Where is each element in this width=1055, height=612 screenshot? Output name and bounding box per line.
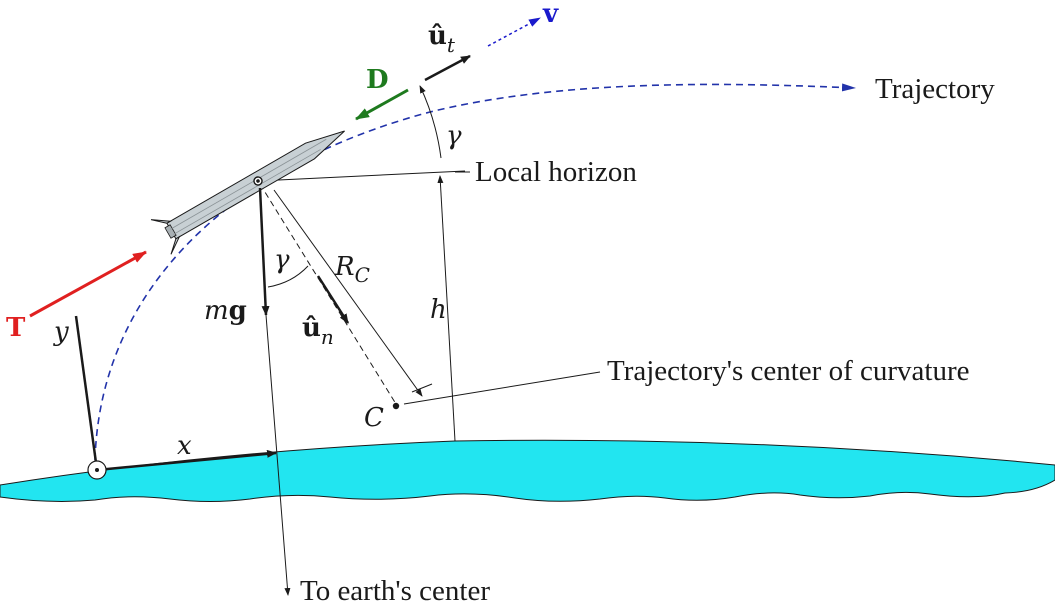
drag-vector xyxy=(355,88,409,121)
velocity-label: v xyxy=(542,0,559,29)
gamma-arc-top xyxy=(419,85,442,159)
unit-tangent-label: ût xyxy=(428,21,456,57)
earth-center-line xyxy=(265,314,291,596)
gamma-arc-bottom xyxy=(267,265,309,288)
altitude-label: h xyxy=(430,295,447,325)
thrust-vector xyxy=(29,250,147,318)
rocket xyxy=(150,130,345,255)
unit-normal-vector xyxy=(316,275,350,324)
unit-tangent-vector xyxy=(424,54,471,82)
center-leader-line xyxy=(403,371,601,405)
trajectory-curve xyxy=(94,83,856,461)
velocity-vector xyxy=(487,17,541,47)
earth-surface xyxy=(0,439,1055,502)
weight-label: mg xyxy=(204,296,247,326)
x-axis xyxy=(96,449,277,472)
gamma-bottom-label: γ xyxy=(274,245,290,275)
radius-dimension-line xyxy=(273,189,423,397)
y-axis-label: y xyxy=(53,317,69,347)
trajectory-label: Trajectory xyxy=(875,73,995,105)
drag-label: D xyxy=(366,65,389,95)
local-horizon-line xyxy=(257,170,466,182)
weight-vector xyxy=(258,187,270,316)
earth-center-label: To earth's center xyxy=(300,575,490,607)
center-point-label: C xyxy=(364,403,384,433)
y-axis xyxy=(74,315,99,471)
x-axis-label: x xyxy=(177,431,192,461)
radius-label: RC xyxy=(334,252,370,287)
unit-normal-label: ûn xyxy=(302,313,334,349)
altitude-line xyxy=(437,175,456,442)
center-of-curvature-label: Trajectory's center of curvature xyxy=(607,355,969,387)
center-of-curvature-point xyxy=(392,402,400,410)
normal-dashed-line xyxy=(259,183,397,405)
local-horizon-label: Local horizon xyxy=(475,156,637,188)
thrust-label: T xyxy=(6,313,26,343)
gamma-top-label: γ xyxy=(446,121,462,151)
radius-dimension-tick xyxy=(411,383,433,393)
